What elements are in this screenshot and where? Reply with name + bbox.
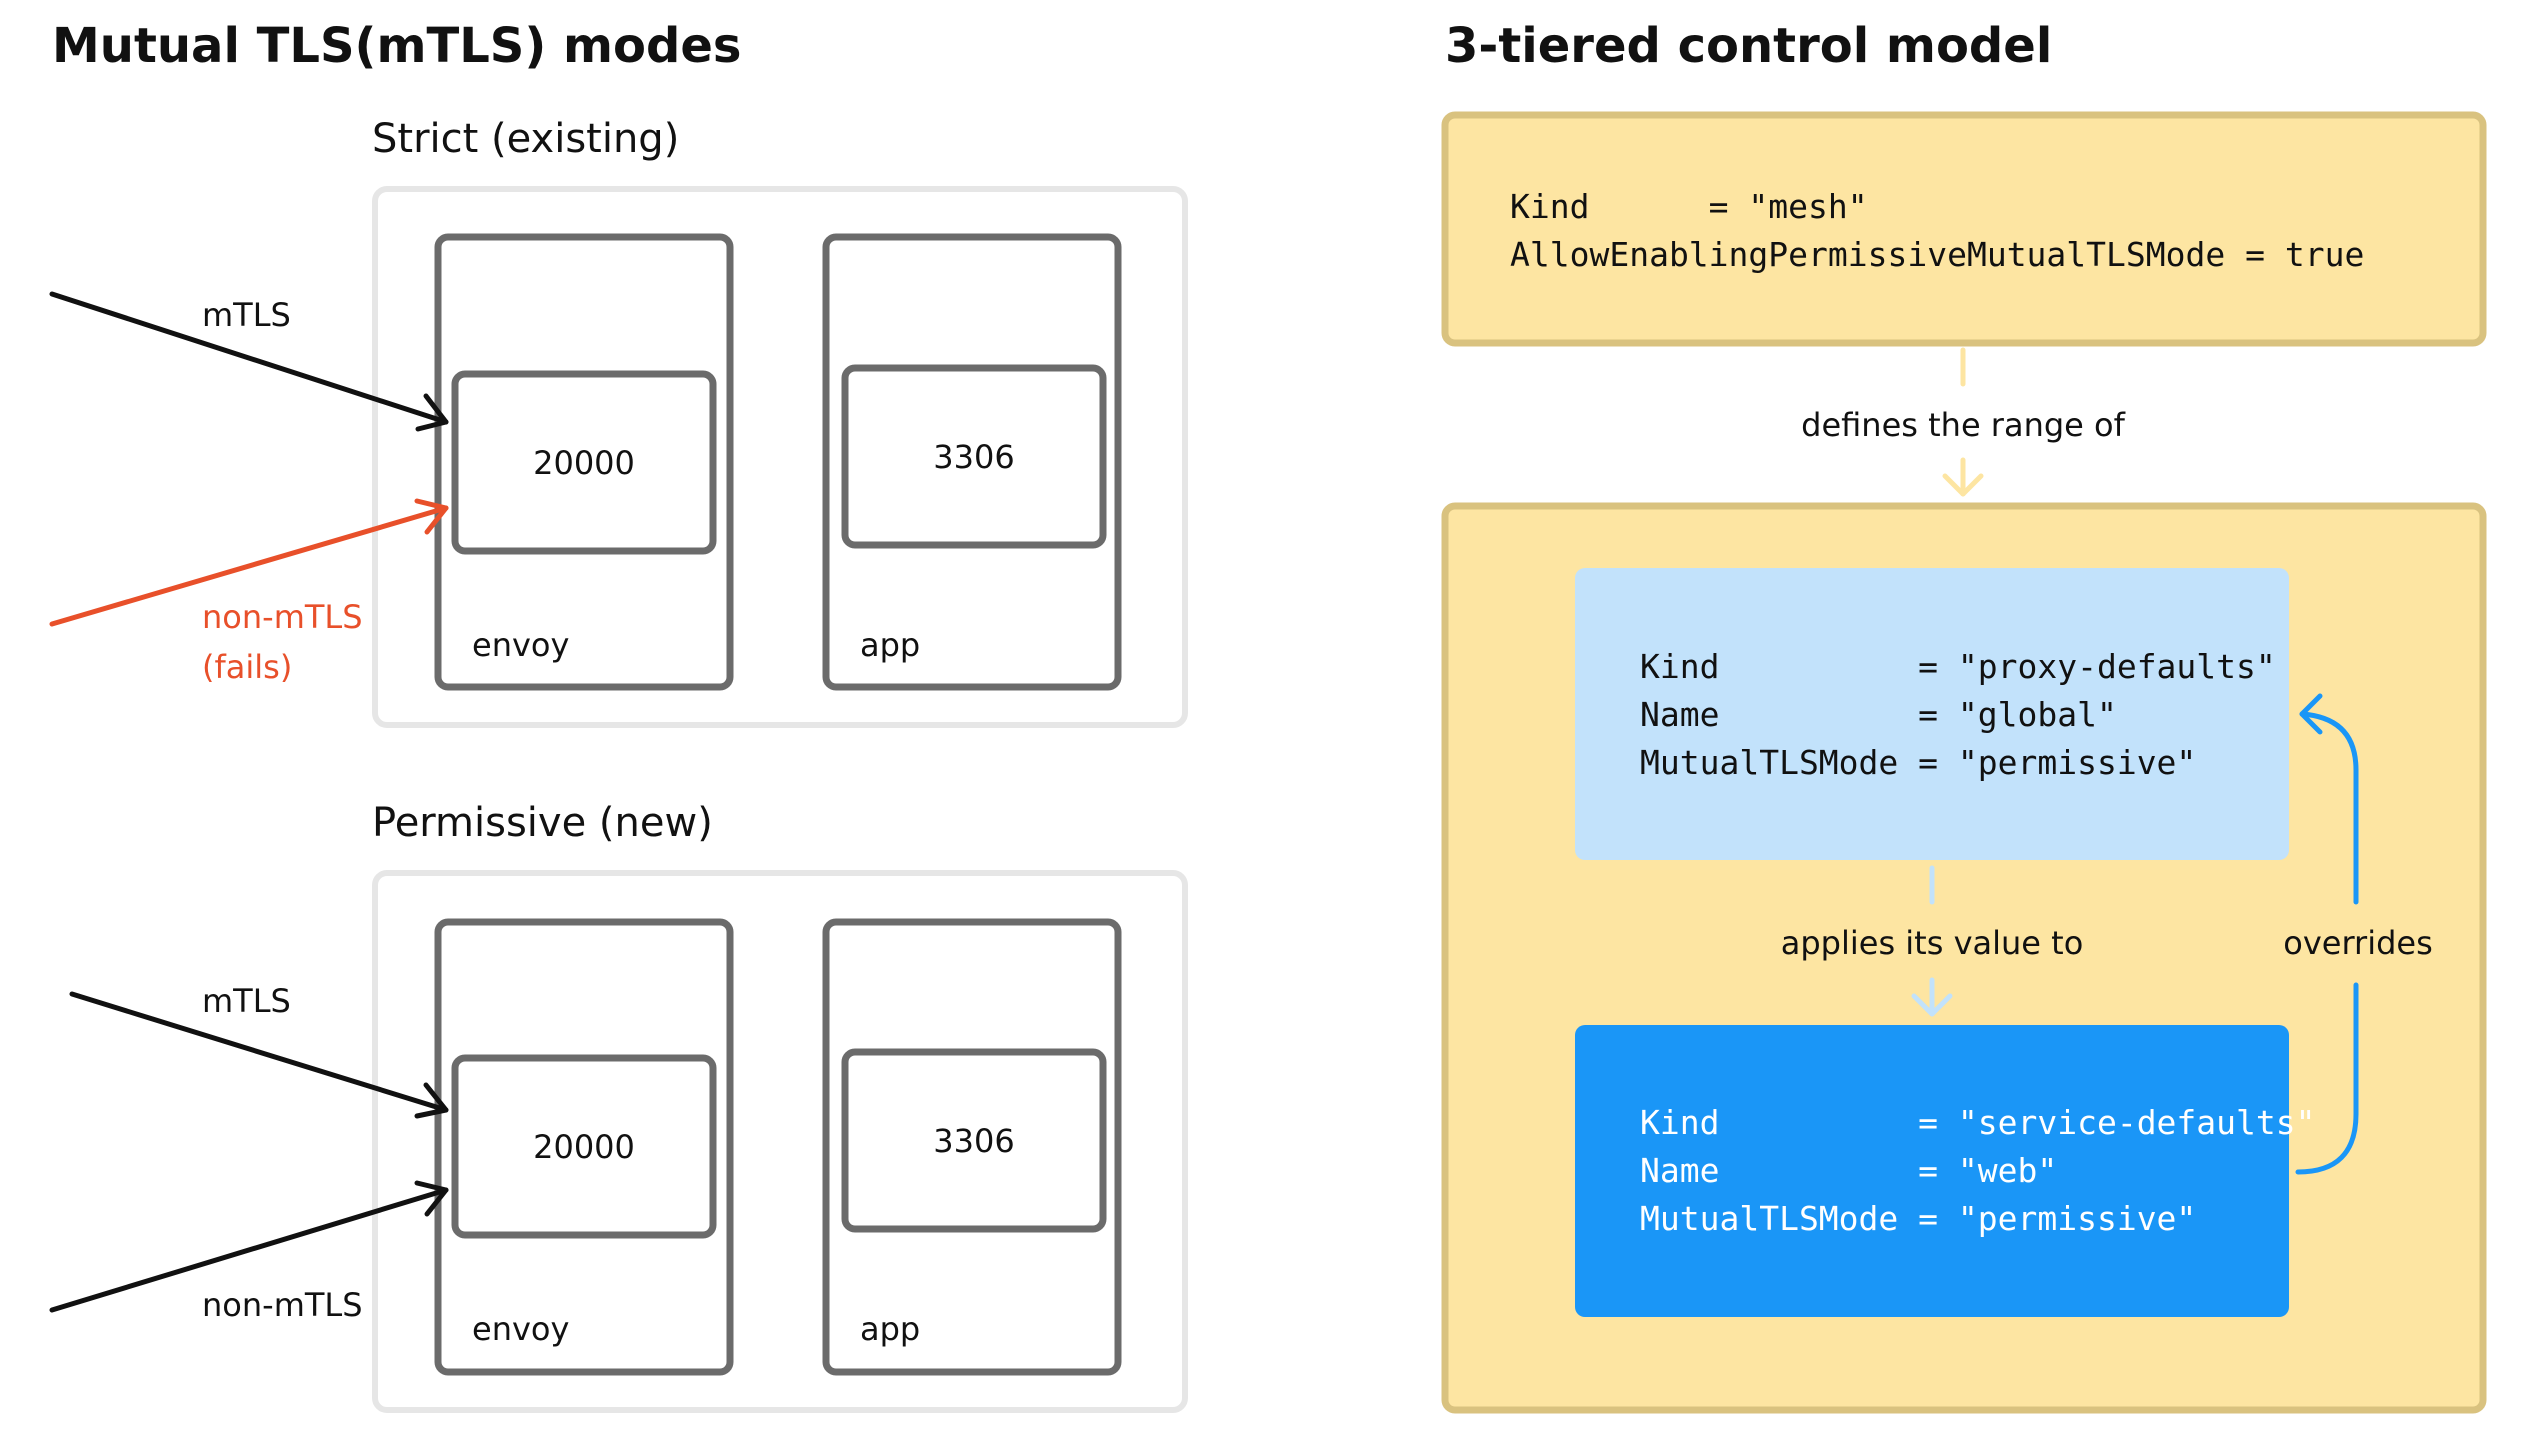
permissive-envoy-port: 20000 xyxy=(533,1128,635,1166)
strict-envoy-port: 20000 xyxy=(533,444,635,482)
service-defaults-line2: Name = "web" xyxy=(1640,1151,2057,1190)
overrides-arrowhead xyxy=(2299,693,2323,735)
applies-arrowhead xyxy=(1911,993,1953,1017)
permissive-mtls-label: mTLS xyxy=(202,982,291,1020)
proxy-defaults-box xyxy=(1575,568,2289,860)
mtls-modes-title: Mutual TLS(mTLS) modes xyxy=(52,18,741,74)
strict-envoy-port-box xyxy=(451,370,717,555)
strict-non-mtls-arrowhead xyxy=(414,498,449,535)
strict-title: Strict (existing) xyxy=(372,116,679,162)
service-defaults-line1: Kind = "service-defaults" xyxy=(1640,1103,2316,1142)
permissive-envoy-port-box xyxy=(451,1054,717,1239)
strict-mtls-arrowhead xyxy=(415,393,449,432)
service-defaults-box xyxy=(1575,1025,2289,1317)
mesh-config-box xyxy=(1441,111,2487,347)
permissive-app-label: app xyxy=(860,1310,920,1348)
permissive-envoy-label: envoy xyxy=(472,1310,569,1348)
permissive-title: Permissive (new) xyxy=(372,800,713,846)
permissive-app-port-box xyxy=(841,1048,1107,1233)
control-model-title: 3-tiered control model xyxy=(1445,18,2052,74)
service-defaults-line3: MutualTLSMode = "permissive" xyxy=(1640,1199,2196,1238)
proxy-defaults-line3: MutualTLSMode = "permissive" xyxy=(1640,743,2196,782)
strict-app-port-box xyxy=(841,364,1107,549)
strict-non-mtls-label: non-mTLS xyxy=(202,598,363,636)
strict-app-port: 3306 xyxy=(933,438,1014,476)
permissive-app-box xyxy=(822,918,1122,1376)
mesh-config-line1: Kind = "mesh" xyxy=(1510,187,1868,226)
permissive-mtls-arrowhead xyxy=(414,1082,449,1119)
permissive-envoy-box xyxy=(434,918,734,1376)
permissive-app-port: 3306 xyxy=(933,1122,1014,1160)
mesh-config-line2: AllowEnablingPermissiveMutualTLSMode = t… xyxy=(1510,235,2364,274)
permissive-container xyxy=(372,870,1188,1413)
strict-mtls-label: mTLS xyxy=(202,296,291,334)
proxy-defaults-line2: Name = "global" xyxy=(1640,695,2117,734)
strict-non-mtls-arrow xyxy=(49,505,449,627)
applies-label: applies its value to xyxy=(1781,924,2084,962)
strict-app-label: app xyxy=(860,626,920,664)
permissive-non-mtls-label: non-mTLS xyxy=(202,1286,363,1324)
strict-non-mtls-note: (fails) xyxy=(202,648,292,686)
permissive-mtls-arrow xyxy=(69,991,449,1113)
strict-mtls-arrow xyxy=(49,291,449,425)
overrides-label: overrides xyxy=(2283,924,2433,962)
permissive-non-mtls-arrow xyxy=(49,1187,449,1313)
proxy-defaults-line1: Kind = "proxy-defaults" xyxy=(1640,647,2276,686)
defines-arrowhead xyxy=(1942,473,1984,497)
defines-label: defines the range of xyxy=(1801,406,2125,444)
overrides-arrow-lower xyxy=(2295,982,2359,1175)
strict-app-box xyxy=(822,233,1122,691)
overrides-arrow-upper xyxy=(2299,711,2359,905)
strict-container xyxy=(372,186,1188,728)
permissive-non-mtls-arrowhead xyxy=(414,1180,449,1217)
strict-envoy-box xyxy=(434,233,734,691)
strict-envoy-label: envoy xyxy=(472,626,569,664)
